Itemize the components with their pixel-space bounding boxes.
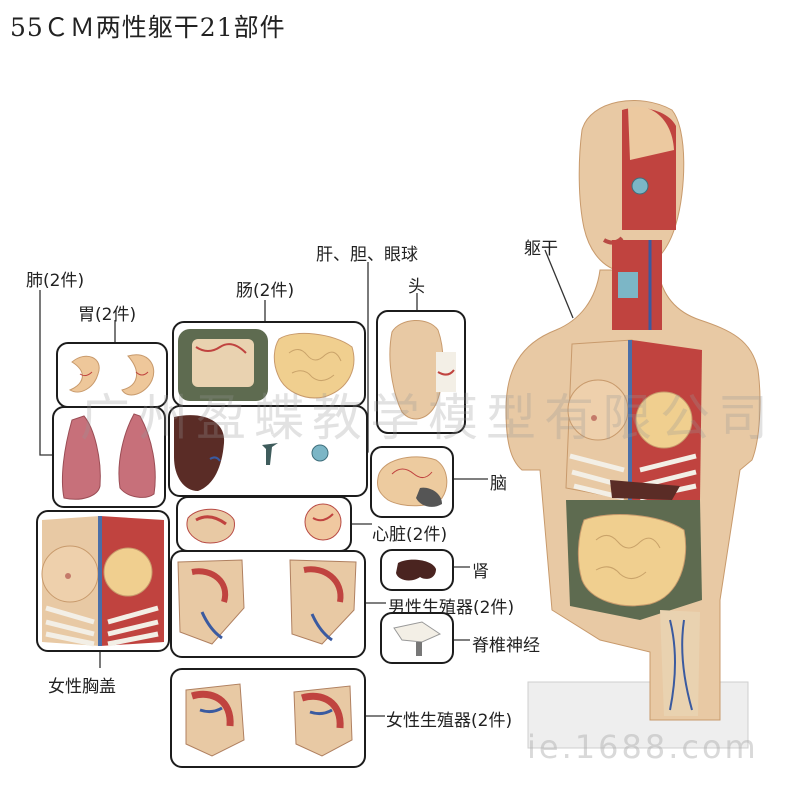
spine-image: [393, 621, 442, 656]
female-label: 女性生殖器(2件): [386, 711, 513, 731]
female-genitalia-box: [170, 668, 366, 768]
intestine-box: [172, 321, 366, 407]
male-genitalia-box: [170, 550, 366, 658]
liver-image: [174, 415, 329, 491]
head-box: [376, 310, 466, 434]
spine-label: 脊椎神经: [472, 636, 540, 656]
head-label: 头: [408, 277, 425, 297]
stomach-box: [56, 342, 168, 408]
lung-label: 肺(2件): [26, 271, 85, 291]
liver-label: 肝、胆、眼球: [316, 245, 418, 265]
kidney-image: [396, 559, 436, 581]
stomach-image: [68, 354, 155, 396]
stomach-label: 胃(2件): [78, 305, 137, 325]
site-watermark: ie.1688.com: [527, 728, 759, 766]
heart-label: 心脏(2件): [372, 525, 448, 545]
brain-label: 脑: [490, 474, 507, 494]
female-chest-image: [41, 516, 164, 647]
female-chest-box: [36, 510, 170, 652]
heart-box: [176, 496, 352, 552]
liver-box: [168, 405, 368, 497]
brain-box: [370, 446, 454, 518]
heart-image: [186, 503, 342, 544]
kidney-box: [380, 549, 454, 591]
intestine-label: 肠(2件): [236, 281, 295, 301]
spine-box: [380, 612, 454, 664]
kidney-label: 肾: [472, 562, 489, 582]
torso-label: 躯干: [524, 239, 558, 259]
lung-box: [52, 406, 166, 508]
head-image: [389, 320, 456, 420]
watermark-text: 广州盈蝶教学模型有限公司: [80, 389, 776, 447]
page-title: 55ＣＭ两性躯干21部件: [10, 13, 286, 42]
male-genitalia-image: [177, 559, 357, 645]
female-chest-label: 女性胸盖: [48, 677, 116, 697]
intestine-image: [178, 329, 355, 401]
brain-image: [377, 456, 448, 507]
lung-image: [61, 413, 156, 500]
female-genitalia-image: [185, 683, 353, 757]
